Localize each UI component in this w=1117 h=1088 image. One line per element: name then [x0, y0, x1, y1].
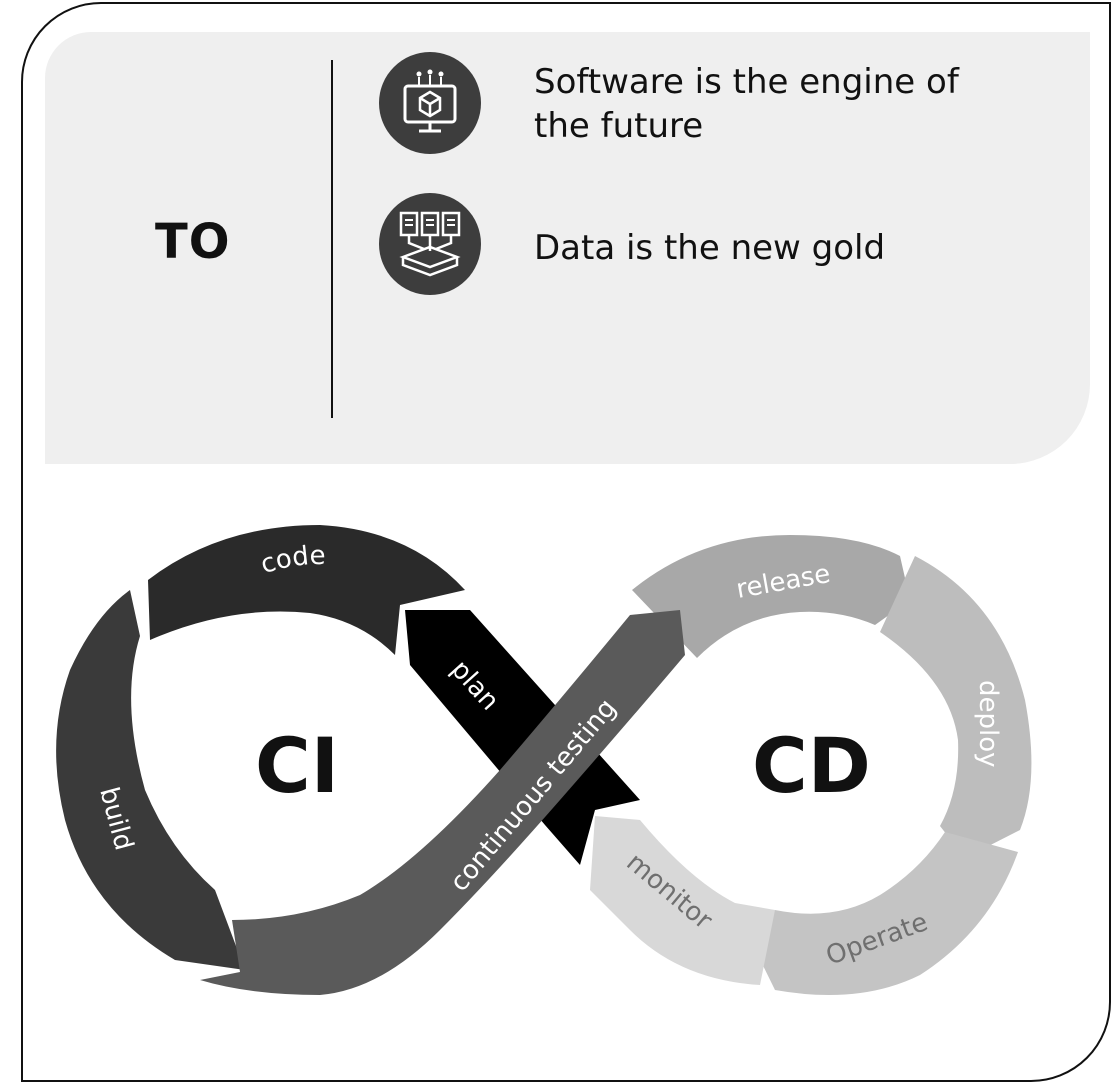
- segment-plan: [405, 610, 640, 865]
- segment-code: [148, 525, 465, 655]
- statement-data-line1: Data is the new gold: [534, 228, 886, 268]
- segment-continuous-testing: [200, 610, 685, 995]
- ci-label: CI: [255, 721, 339, 810]
- statement-software-line2: the future: [534, 106, 704, 146]
- to-label: TO: [155, 214, 231, 270]
- segment-deploy: [880, 556, 1032, 858]
- header-panel: [45, 32, 1090, 464]
- vertical-divider: [331, 60, 333, 418]
- segment-operate: [748, 832, 1018, 995]
- cd-label: CD: [752, 721, 871, 810]
- monitor-cube-icon: [379, 52, 481, 154]
- segment-build: [56, 590, 245, 970]
- statement-software: Software is the engine of the future: [534, 60, 959, 148]
- segment-release: [632, 535, 910, 658]
- data-documents-icon: [379, 193, 481, 295]
- statement-software-line1: Software is the engine of: [534, 62, 959, 102]
- segment-label-deploy: deploy: [973, 680, 1003, 768]
- segment-monitor: [590, 816, 775, 985]
- statement-data: Data is the new gold: [534, 226, 885, 270]
